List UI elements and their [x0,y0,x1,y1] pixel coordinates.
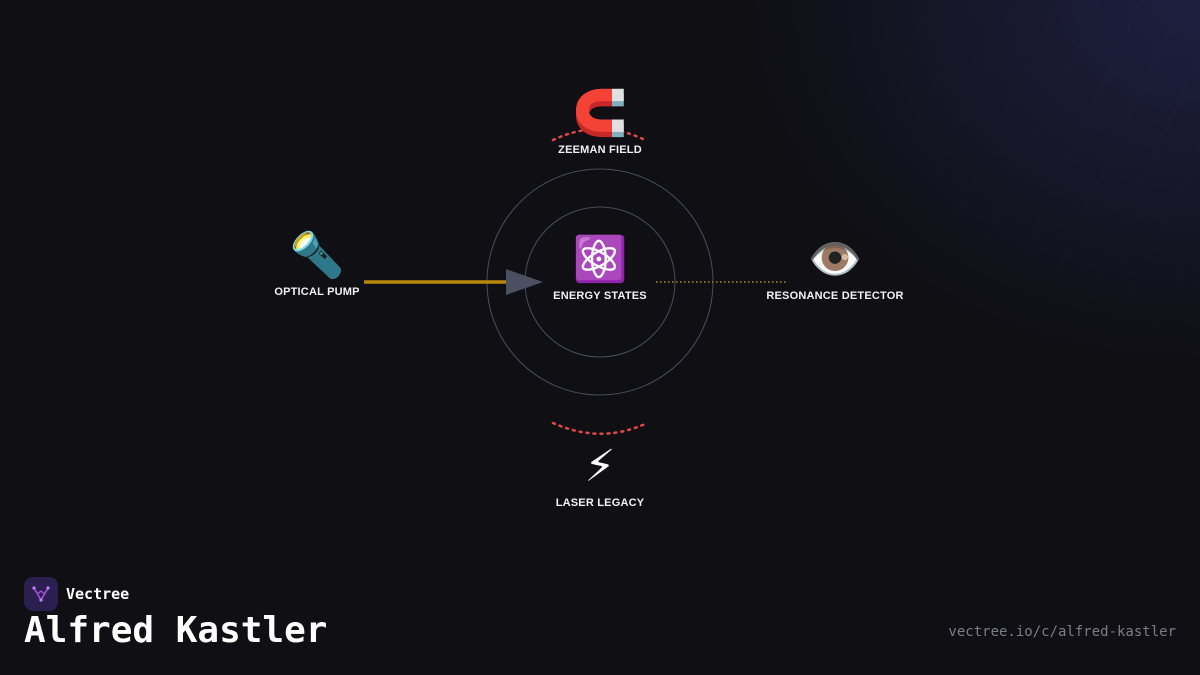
magnet-icon: 🧲 [572,88,628,139]
brand[interactable]: Vectree [24,577,129,611]
zeeman-field-arc [551,127,647,142]
vectree-logo-icon [24,577,58,611]
node-label: ZEEMAN FIELD [558,144,642,156]
node-label: LASER LEGACY [555,497,645,509]
node-zeeman-field[interactable]: 🧲 ZEEMAN FIELD [558,88,642,156]
node-label: OPTICAL PUMP [274,286,360,298]
node-label: ENERGY STATES [553,290,647,302]
pump-beam-arrowhead [506,269,543,295]
node-laser-legacy[interactable]: ⚡ LASER LEGACY [556,441,645,509]
node-label: RESONANCE DETECTOR [766,290,904,302]
brand-name: Vectree [66,585,130,603]
laser-legacy-arc [551,421,647,435]
node-resonance-detector[interactable]: 👁️ RESONANCE DETECTOR [766,234,903,302]
node-optical-pump[interactable]: 🔦 OPTICAL PUMP [274,230,359,298]
atom-icon: ⚛️ [572,234,628,285]
flashlight-icon: 🔦 [289,230,345,281]
page-title: Alfred Kastler [24,610,328,651]
page-url[interactable]: vectree.io/c/alfred-kastler [948,624,1176,640]
node-energy-states[interactable]: ⚛️ ENERGY STATES [553,234,647,302]
eye-icon: 👁️ [807,234,863,285]
lightning-icon: ⚡ [584,441,616,492]
